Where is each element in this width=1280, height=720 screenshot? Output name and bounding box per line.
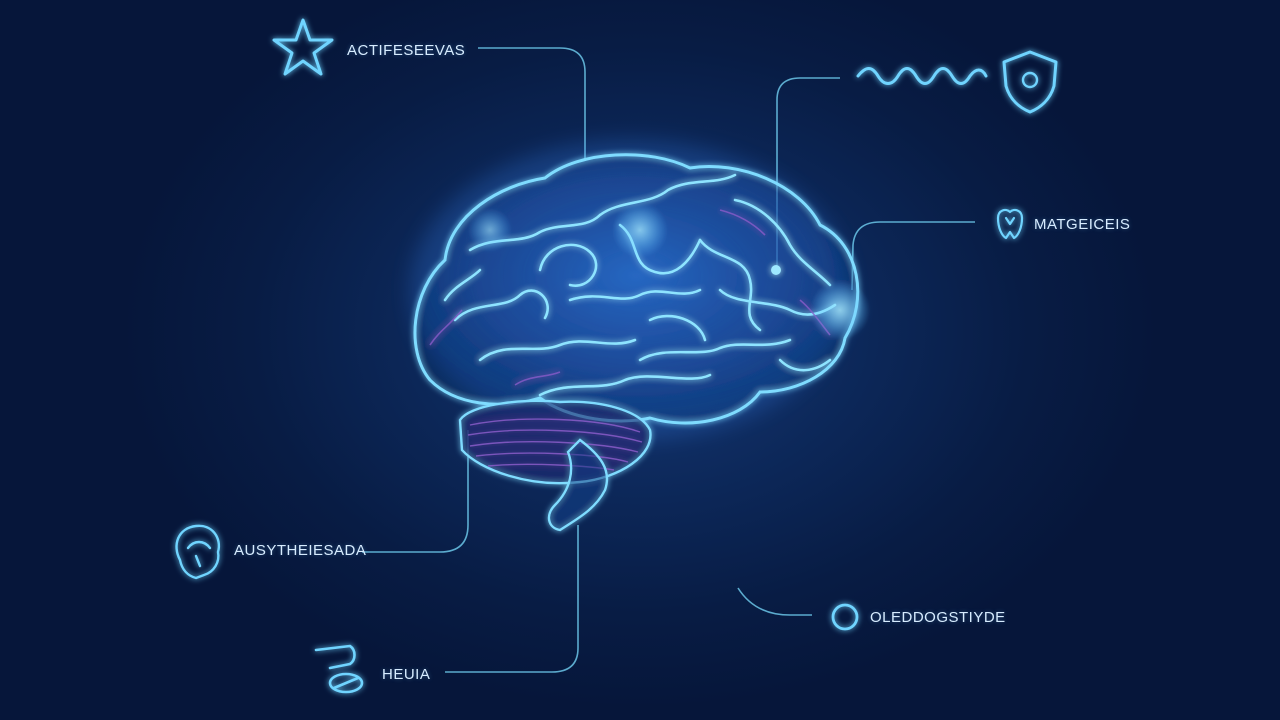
label-right: MATGEICEIS <box>1034 216 1131 233</box>
star-icon <box>272 18 334 76</box>
connector-left <box>362 430 469 553</box>
label-bottom-right: OLEDDOGSTIYDE <box>870 609 1006 626</box>
connector-right <box>851 221 975 291</box>
circle-icon <box>831 603 859 631</box>
connector-top-right <box>776 77 840 270</box>
connector-top-left <box>478 47 586 160</box>
label-top-left: ACTIFESEEVAS <box>347 42 466 59</box>
connector-bottom <box>445 525 579 673</box>
pill-icon <box>314 644 364 694</box>
tooth-icon <box>996 208 1024 240</box>
connector-lines <box>362 47 975 673</box>
label-left: AUSYTHEIESADA <box>234 542 367 559</box>
head-icon <box>175 524 221 580</box>
wave-icon <box>856 67 988 85</box>
brain-illustration <box>413 153 870 532</box>
connector-bottom-right <box>737 587 812 616</box>
shield-icon <box>1002 50 1058 114</box>
label-bottom: HEUIA <box>382 666 431 683</box>
